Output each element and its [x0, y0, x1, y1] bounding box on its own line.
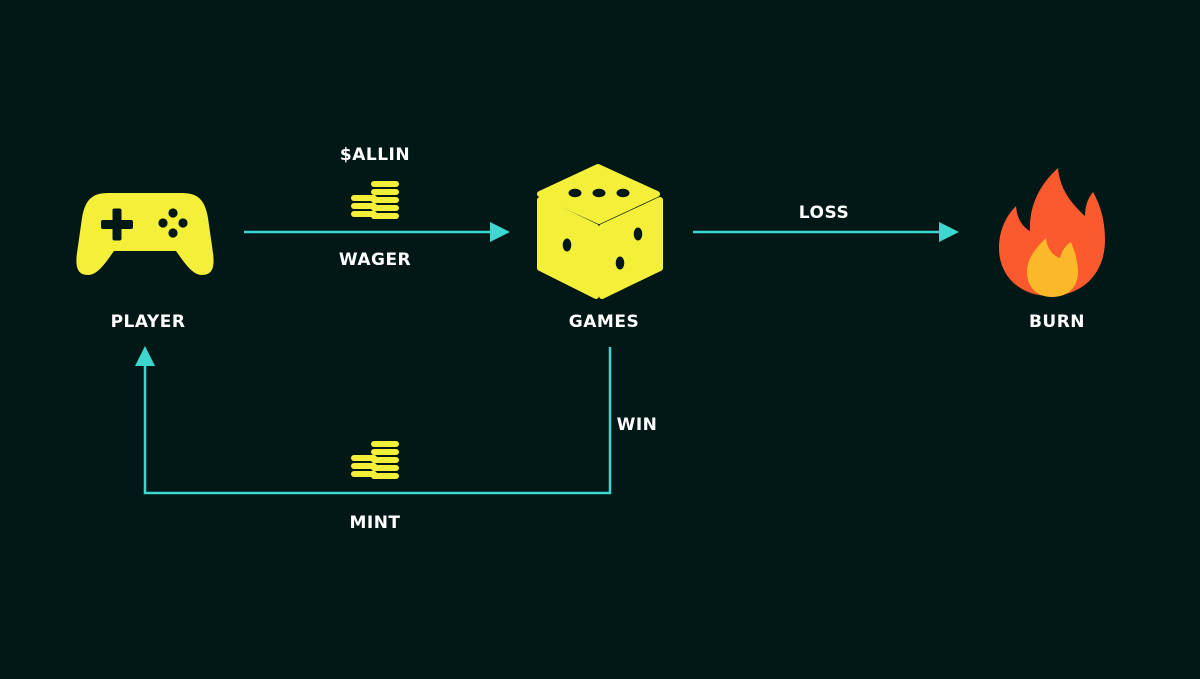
burn-label: BURN [1028, 312, 1086, 332]
gamepad-icon [76, 193, 214, 275]
fire-icon [999, 168, 1105, 297]
win-mint-arrow [135, 346, 612, 495]
coins-icon [351, 441, 399, 479]
dice-icon [537, 164, 663, 299]
loss-label: LOSS [798, 203, 850, 223]
wager-label: WAGER [338, 250, 412, 270]
games-label: GAMES [568, 312, 640, 332]
player-label: PLAYER [110, 312, 186, 332]
coins-icon [351, 181, 399, 219]
win-label: WIN [616, 415, 658, 435]
mint-label: MINT [349, 513, 401, 533]
token-label: $ALLIN [339, 145, 411, 165]
